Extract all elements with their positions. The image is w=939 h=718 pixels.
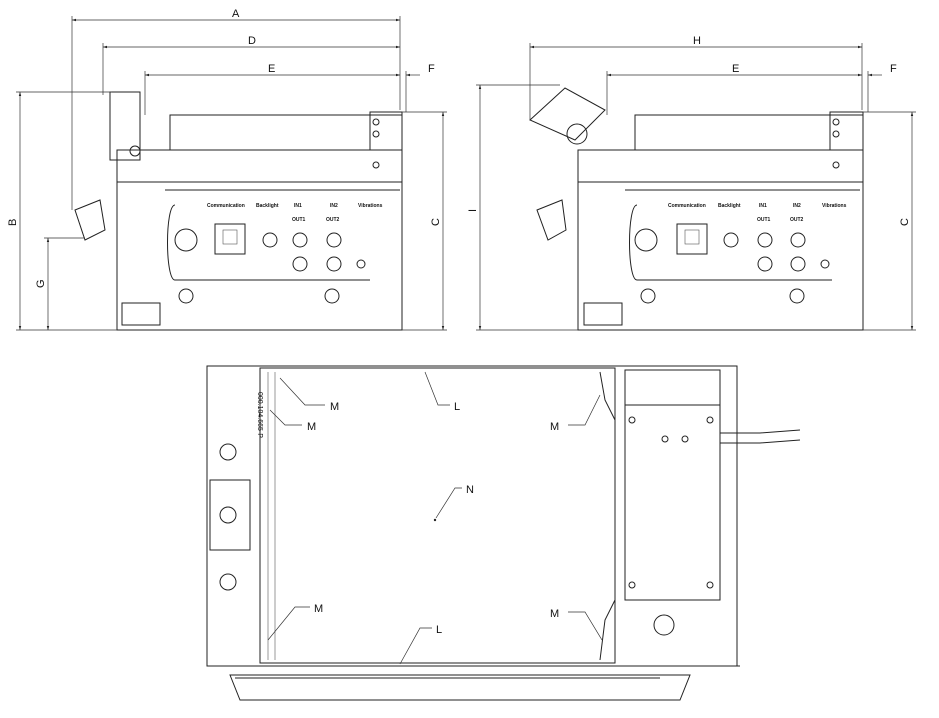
dim-F-2: F (890, 63, 897, 75)
callout-L-1: L (454, 401, 460, 413)
panel-label-out2: OUT2 (326, 217, 340, 223)
dim-B: B (7, 219, 19, 226)
callout-M-2: M (307, 421, 316, 433)
panel-label-in2-2: IN2 (793, 203, 801, 209)
panel-label-communication: Communication (207, 203, 245, 209)
callout-M-1: M (330, 401, 339, 413)
dim-F: F (428, 63, 435, 75)
dim-A: A (232, 8, 240, 20)
callout-L-2: L (436, 624, 442, 636)
part-number-label: 000.104.665-P (256, 392, 263, 438)
dim-I: I (467, 209, 479, 212)
panel-label-backlight: Backlight (256, 203, 279, 209)
panel-label-vibrations: Vibrations (358, 203, 383, 209)
panel-label-in1: IN1 (294, 203, 302, 209)
callout-M-5: M (550, 608, 559, 620)
callout-N: N (466, 484, 474, 496)
callout-M-4: M (314, 603, 323, 615)
dim-G: G (35, 279, 47, 288)
dim-D: D (248, 35, 256, 47)
side-view-left: Communication Backlight IN1 OUT1 IN2 OUT… (74, 91, 403, 331)
dim-H: H (693, 35, 701, 47)
dimensions-right: H E F I C (467, 35, 916, 331)
panel-label-communication-2: Communication (668, 203, 706, 209)
panel-label-out2-2: OUT2 (790, 217, 804, 223)
panel-label-vibrations-2: Vibrations (822, 203, 847, 209)
top-view: 000.104.665-P (206, 365, 801, 701)
panel-label-in1-2: IN1 (759, 203, 767, 209)
side-view-right: Communication Backlight IN1 OUT1 IN2 OUT… (529, 87, 864, 331)
top-view-callouts: M M L M N M L M (267, 371, 603, 665)
dim-E-2: E (732, 63, 739, 75)
panel-label-backlight-2: Backlight (718, 203, 741, 209)
dim-E: E (268, 63, 275, 75)
dim-C-2: C (899, 218, 911, 226)
panel-label-out1-2: OUT1 (757, 217, 771, 223)
dim-C: C (430, 218, 442, 226)
callout-M-3: M (550, 421, 559, 433)
panel-label-out1: OUT1 (292, 217, 306, 223)
dimensions-left: A D E F B G C (7, 8, 447, 331)
panel-label-in2: IN2 (330, 203, 338, 209)
